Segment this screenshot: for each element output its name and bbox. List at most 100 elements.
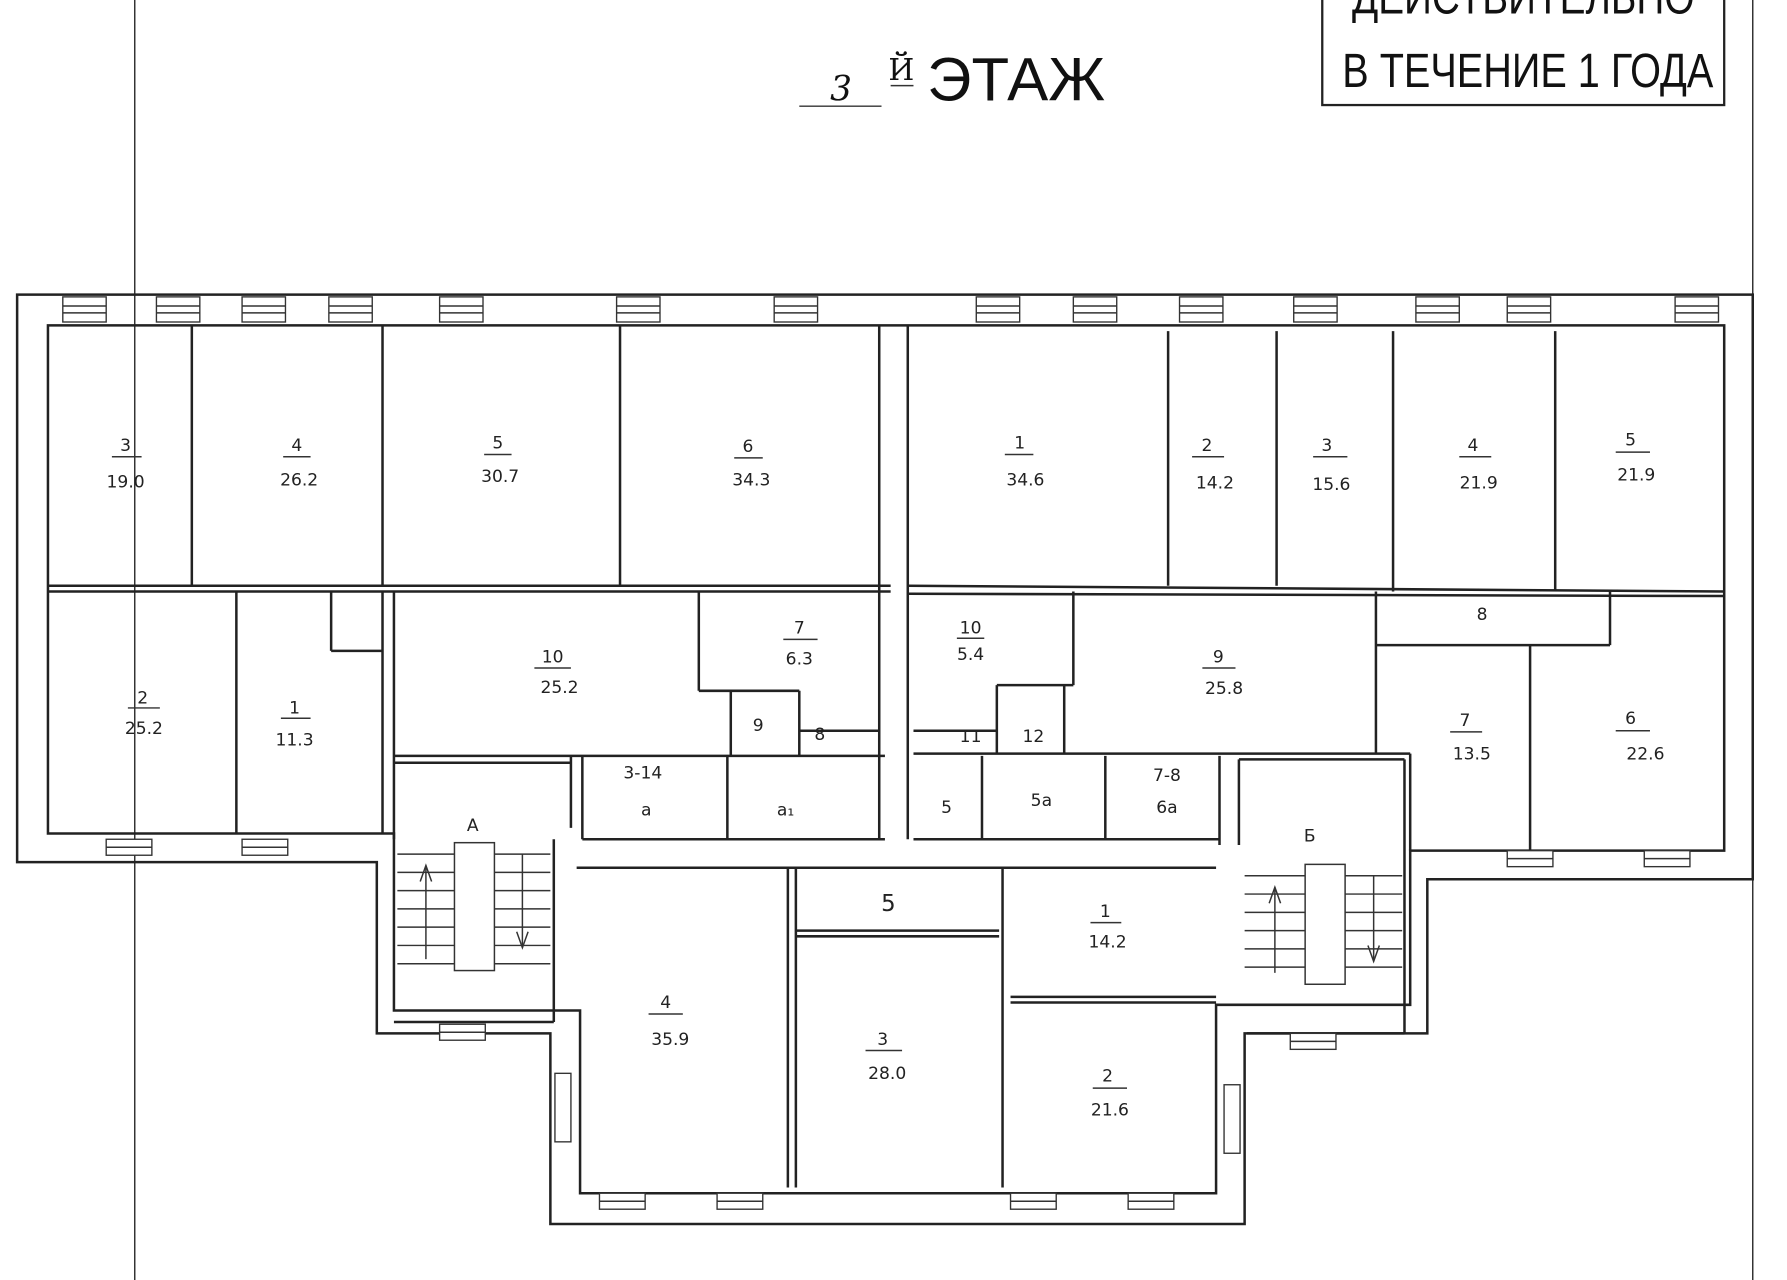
window: [716, 1192, 764, 1210]
window-frame: [438, 296, 484, 323]
svg-text:25.2: 25.2: [540, 678, 578, 698]
window: [554, 1072, 572, 1143]
room-label: 10 25.2: [534, 647, 579, 698]
outer-wall: [15, 293, 1755, 1226]
window-frame: [241, 296, 287, 323]
window-frame: [1178, 296, 1224, 323]
window: [1009, 1192, 1057, 1210]
window: [1506, 296, 1552, 323]
window: [155, 296, 201, 323]
svg-text:2: 2: [1201, 436, 1212, 456]
window: [773, 296, 819, 323]
room-label: 5: [941, 798, 952, 818]
svg-text:4: 4: [291, 436, 302, 456]
window: [1072, 296, 1118, 323]
stair-well: [453, 841, 496, 972]
svg-text:7: 7: [794, 619, 805, 639]
window: [62, 296, 107, 323]
room-label: 315.6: [1312, 436, 1350, 495]
room-label: 76.3: [783, 619, 818, 670]
svg-text:11.3: 11.3: [276, 731, 314, 751]
svg-text:10: 10: [542, 647, 564, 667]
window: [1293, 296, 1338, 323]
room-label: А: [467, 816, 479, 836]
svg-text:21.9: 21.9: [1617, 466, 1655, 486]
svg-text:4: 4: [1468, 436, 1479, 456]
room-label: 9: [753, 716, 764, 736]
svg-text:5: 5: [492, 434, 503, 454]
svg-text:22.6: 22.6: [1626, 744, 1664, 764]
window: [975, 296, 1021, 323]
room-label: а: [641, 800, 652, 820]
svg-text:2: 2: [137, 688, 148, 708]
room-label: 5а: [1031, 791, 1052, 811]
window-frame: [1674, 296, 1720, 323]
up-arrow-icon: [419, 863, 433, 882]
window: [328, 296, 373, 323]
svg-text:6: 6: [742, 437, 753, 457]
svg-text:2: 2: [1102, 1066, 1113, 1086]
room-label: 5: [881, 891, 896, 917]
window-frame: [155, 296, 201, 323]
room-label: 8: [1477, 605, 1488, 625]
svg-text:34.6: 34.6: [1006, 470, 1044, 490]
room-label: 7-8: [1153, 766, 1181, 786]
room-label: 435.9: [648, 993, 689, 1050]
svg-text:4: 4: [660, 993, 671, 1013]
room-label: 105.4: [956, 619, 985, 665]
room-label: 426.2: [280, 436, 318, 490]
svg-text:15.6: 15.6: [1312, 475, 1350, 495]
room-label: 8: [814, 725, 825, 745]
window-frame: [1293, 296, 1338, 323]
room-label: 3-14: [623, 764, 662, 784]
window-frame: [773, 296, 819, 323]
window: [438, 1023, 486, 1041]
floor-number: 3: [830, 69, 852, 109]
room-label: 634.3: [732, 437, 770, 490]
room-label: 12: [1022, 727, 1044, 747]
window: [598, 1192, 646, 1210]
window: [1643, 849, 1691, 868]
room-label: 925.8: [1202, 647, 1243, 699]
validity-stamp: ДЕЙСТВИТЕЛЬНО В ТЕЧЕНИЕ 1 ГОДА: [1321, 0, 1726, 107]
svg-text:3: 3: [877, 1030, 888, 1050]
window: [1127, 1192, 1175, 1210]
svg-text:25.8: 25.8: [1205, 679, 1243, 699]
window-frame: [62, 296, 107, 323]
svg-text:30.7: 30.7: [481, 467, 519, 487]
svg-text:6.3: 6.3: [786, 650, 813, 670]
window: [241, 838, 289, 856]
window-frame: [1415, 296, 1460, 323]
floor-title: 3 Й ЭТАЖ: [799, 45, 1105, 114]
window: [1289, 1032, 1337, 1051]
room-label: 319.0: [107, 436, 145, 493]
svg-text:5.4: 5.4: [957, 645, 984, 665]
svg-text:1: 1: [1014, 434, 1025, 454]
svg-text:10: 10: [960, 619, 982, 639]
svg-text:21.6: 21.6: [1091, 1101, 1129, 1121]
svg-text:25.2: 25.2: [125, 719, 163, 739]
window: [241, 296, 287, 323]
wall-segment: [907, 592, 1725, 598]
window: [105, 838, 153, 856]
center-block-labels: 114.2 435.9 328.0 221.6 5: [648, 891, 1129, 1121]
svg-text:14.2: 14.2: [1196, 474, 1234, 494]
stamp-line-1: ДЕЙСТВИТЕЛЬНО: [1352, 0, 1695, 25]
partitions: [47, 325, 1725, 1188]
window-frame: [1223, 1084, 1241, 1154]
window: [1223, 1084, 1241, 1154]
svg-text:21.9: 21.9: [1460, 474, 1498, 494]
room-label: 221.6: [1091, 1066, 1129, 1120]
room-label: 111.3: [276, 699, 314, 751]
svg-text:14.2: 14.2: [1089, 933, 1127, 953]
wall-segment: [907, 584, 1725, 593]
window-frame: [328, 296, 373, 323]
stair-well: [1304, 863, 1346, 986]
svg-text:6: 6: [1625, 709, 1636, 729]
staircase-a: [397, 841, 551, 972]
floor-word: ЭТАЖ: [927, 45, 1105, 114]
room-label: 11: [960, 727, 982, 747]
right-wing-labels: 134.6 214.2 315.6 421.9 521.9 105.4 925.…: [941, 430, 1664, 846]
room-label: 328.0: [865, 1030, 906, 1084]
svg-text:3: 3: [120, 436, 131, 456]
